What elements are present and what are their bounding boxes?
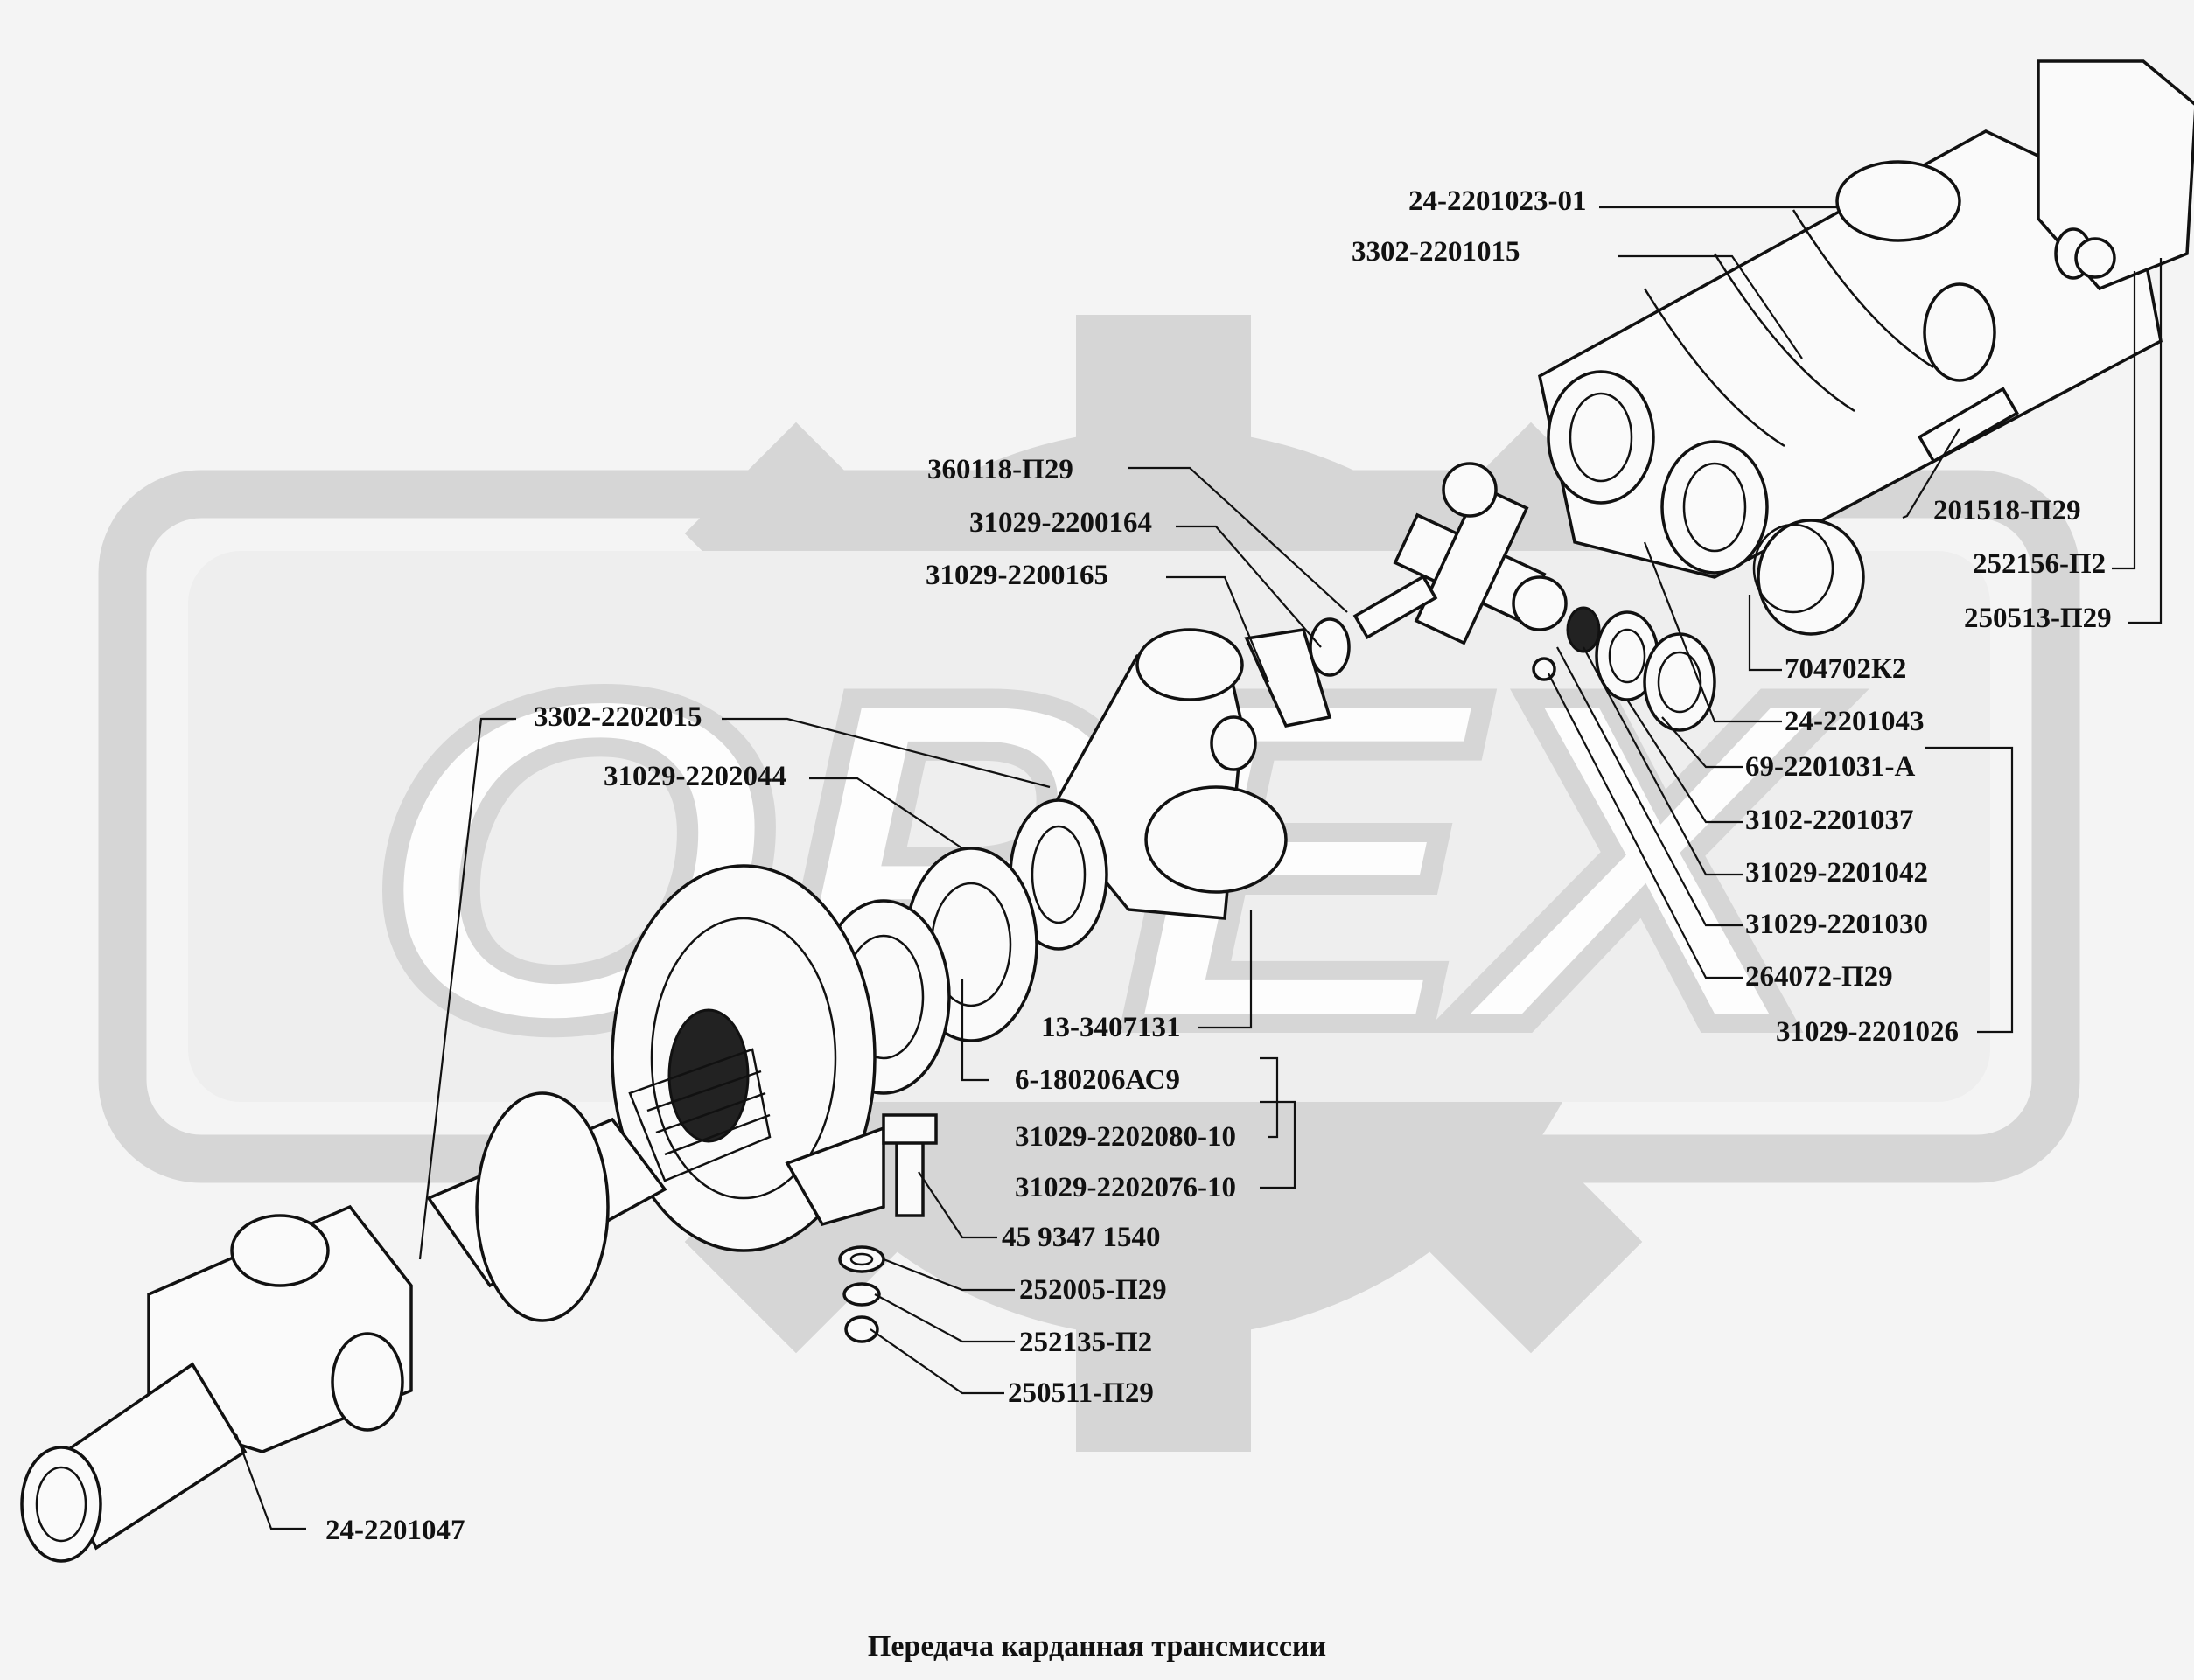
part-labels: 24-2201023-01 3302-2201015 360118-П29 31… — [325, 185, 2112, 1546]
parts-drawing — [20, 59, 2194, 1563]
bolt-and-lock-plate — [1244, 574, 1438, 728]
label-13-3407131: 13-3407131 — [1041, 1012, 1181, 1043]
label-31029-2200164: 31029-2200164 — [969, 507, 1152, 539]
watermark-frame — [98, 470, 2080, 1183]
label-201518-p29: 201518-П29 — [1933, 495, 2081, 526]
label-3302-2201015: 3302-2201015 — [1352, 236, 1520, 268]
rubber-support — [611, 864, 885, 1252]
rear-universal-joint — [20, 1204, 413, 1563]
label-3302-2202015: 3302-2202015 — [534, 701, 702, 733]
front-fasteners — [1917, 227, 2116, 464]
label-31029-2200165: 31029-2200165 — [926, 560, 1108, 591]
label-3102-2201037: 3102-2201037 — [1745, 805, 1914, 836]
cap — [1752, 519, 1865, 636]
label-250511-p29: 250511-П29 — [1008, 1377, 1154, 1409]
diagram-caption: Передача карданная трансмиссии — [868, 1630, 1326, 1663]
label-252135-p2: 252135-П2 — [1019, 1327, 1152, 1358]
label-24-2201047: 24-2201047 — [325, 1515, 465, 1546]
label-31029-2201026: 31029-2201026 — [1776, 1016, 1959, 1048]
label-264072-p29: 264072-П29 — [1745, 961, 1893, 993]
label-31029-2202044: 31029-2202044 — [604, 761, 786, 792]
seals — [1532, 606, 1716, 732]
label-31029-2202076-10: 31029-2202076-10 — [1015, 1172, 1236, 1203]
front-shaft — [1538, 59, 2194, 579]
label-360118-p29: 360118-П29 — [927, 454, 1073, 485]
label-31029-2201030: 31029-2201030 — [1745, 909, 1928, 940]
leader-lines — [234, 206, 2163, 1530]
label-24-2201023-01: 24-2201023-01 — [1408, 185, 1586, 217]
universal-joint-cross — [1393, 462, 1568, 645]
label-252005-p29: 252005-П29 — [1019, 1274, 1167, 1306]
label-704702k2: 704702К2 — [1785, 653, 1906, 685]
label-45-9347-1540: 45 9347 1540 — [1002, 1222, 1161, 1253]
label-69-2201031-a: 69-2201031-А — [1745, 751, 1915, 783]
label-252156-p2: 252156-П2 — [1973, 548, 2106, 580]
rear-shaft — [426, 1048, 772, 1322]
label-250513-p29: 250513-П29 — [1964, 603, 2112, 634]
support-bolt-nut — [838, 1113, 938, 1343]
label-6-180206ac9: 6-180206АС9 — [1015, 1064, 1180, 1096]
label-31029-2202080-10: 31029-2202080-10 — [1015, 1121, 1236, 1153]
label-24-2201043: 24-2201043 — [1785, 706, 1925, 737]
label-31029-2201042: 31029-2201042 — [1745, 857, 1928, 889]
